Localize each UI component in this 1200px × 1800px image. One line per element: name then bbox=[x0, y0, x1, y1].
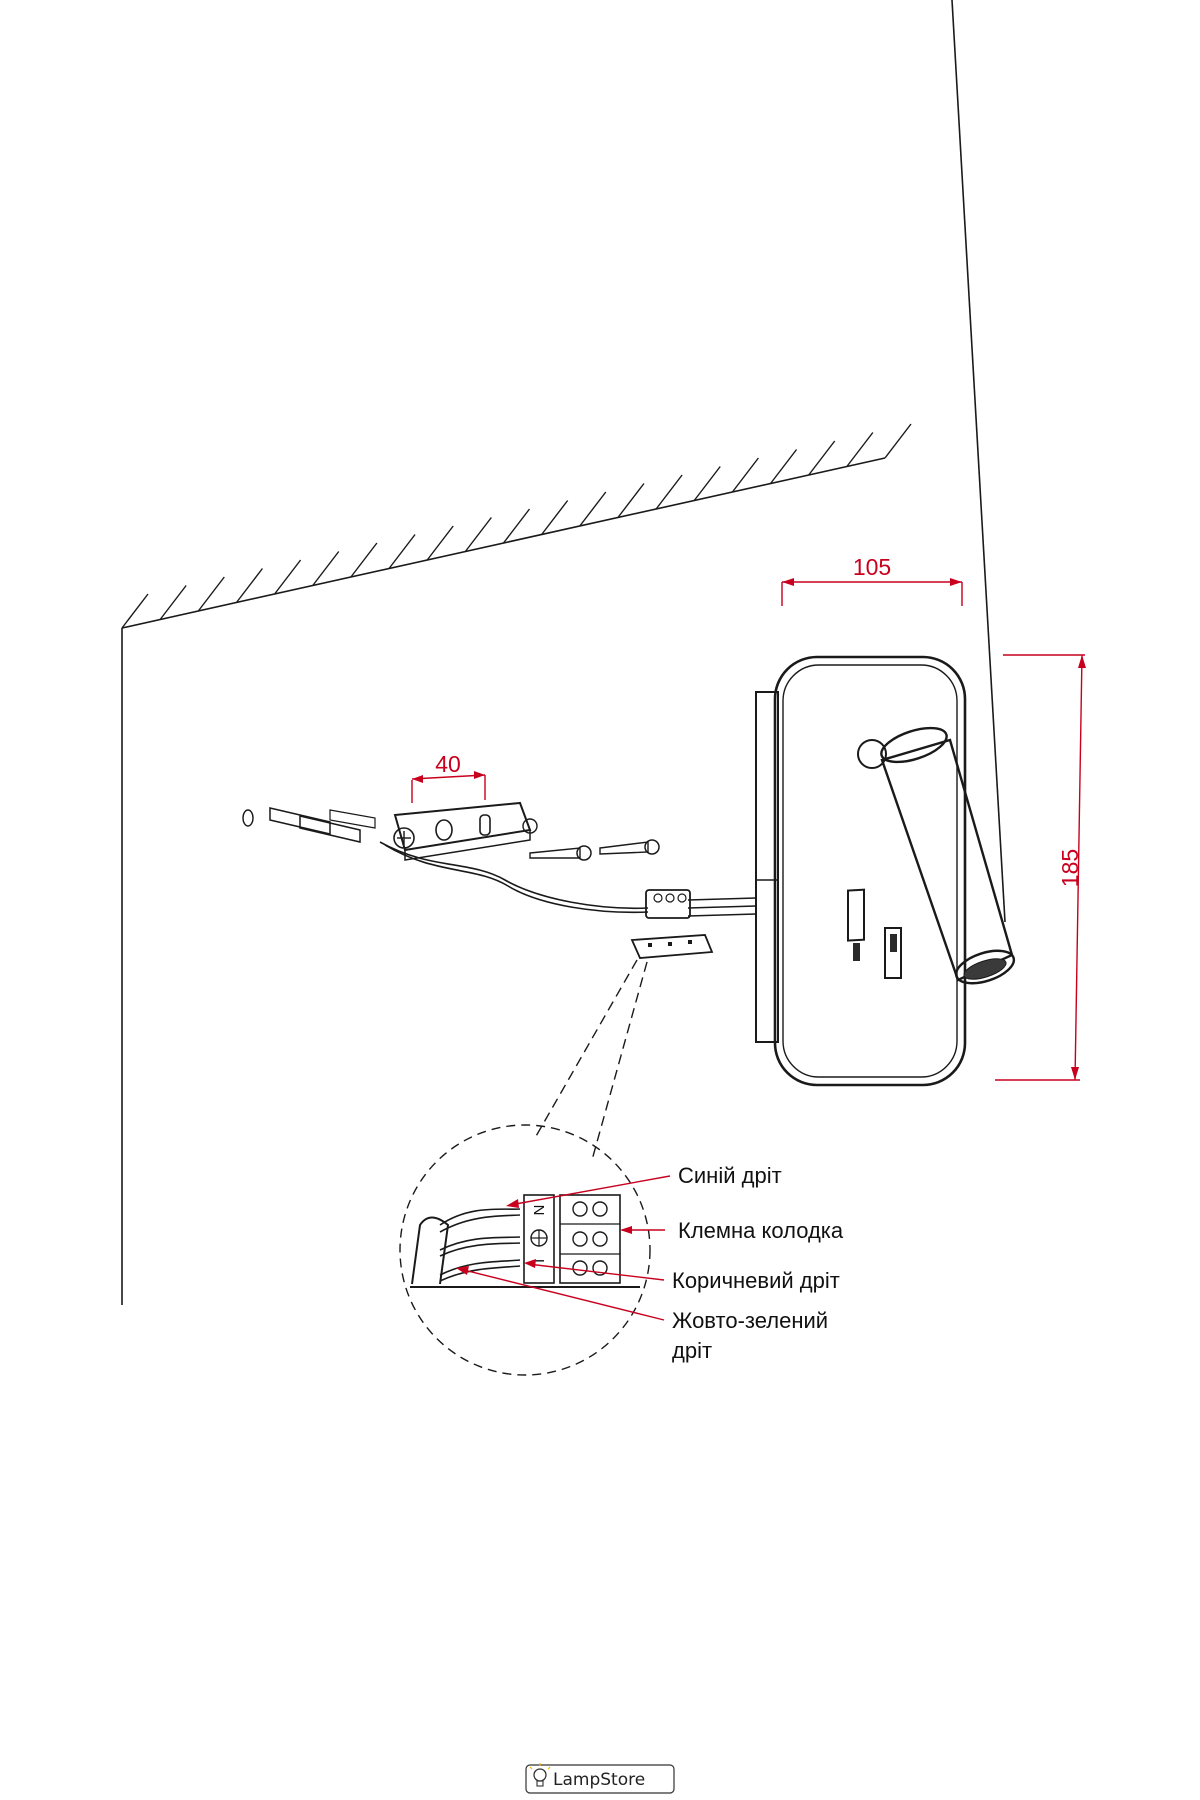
hatch-line bbox=[312, 551, 340, 586]
terminal-mark-n: N bbox=[530, 1205, 547, 1216]
hatch-line bbox=[769, 449, 798, 484]
lampstore-logo[interactable]: LampStore bbox=[525, 1763, 675, 1794]
label-brown-wire: Коричневий дріт bbox=[672, 1268, 840, 1293]
dimension-width: 105 bbox=[781, 554, 963, 606]
hatch-line bbox=[731, 457, 759, 493]
switch-right[interactable] bbox=[884, 927, 902, 979]
hatch-line bbox=[655, 474, 683, 510]
label-yellow-green-wire-2: дріт bbox=[672, 1338, 712, 1363]
detail-circle: N L bbox=[399, 1124, 651, 1376]
hatch-line bbox=[350, 542, 378, 578]
wiring bbox=[379, 841, 757, 959]
callout-labels: Синій дріт Клемна колодка Коричневий дрі… bbox=[672, 1163, 844, 1363]
spotlight-arm bbox=[880, 0, 1016, 985]
hatch-line bbox=[808, 440, 836, 476]
mounting-bracket: 40 bbox=[242, 751, 660, 861]
hatch-line bbox=[884, 423, 912, 459]
hatch-line bbox=[235, 568, 264, 603]
dimension-height-label: 185 bbox=[1057, 849, 1083, 887]
label-yellow-green-wire-1: Жовто-зелений bbox=[672, 1308, 828, 1333]
hatch-line bbox=[579, 491, 607, 527]
label-blue-wire: Синій дріт bbox=[678, 1163, 782, 1188]
hatch-line bbox=[464, 517, 492, 552]
wall-lamp bbox=[755, 0, 1016, 1087]
hatch-line bbox=[541, 500, 569, 535]
switch-left[interactable] bbox=[847, 888, 865, 961]
terminal-mark-l: L bbox=[530, 1259, 547, 1267]
hatch-line bbox=[846, 432, 874, 467]
logo-text: LampStore bbox=[553, 1770, 645, 1790]
dimension-mount-label: 40 bbox=[435, 751, 461, 777]
ceiling-hatching bbox=[121, 423, 912, 629]
hatch-line bbox=[159, 585, 187, 620]
hatch-line bbox=[388, 534, 416, 569]
dimension-height: 185 bbox=[995, 654, 1086, 1081]
callout-leaders bbox=[456, 1175, 671, 1321]
hatch-line bbox=[197, 576, 225, 612]
hatch-line bbox=[121, 593, 149, 629]
lightbulb-icon bbox=[529, 1763, 551, 1787]
hatch-line bbox=[617, 483, 645, 518]
ceiling-wall bbox=[121, 423, 912, 1305]
hatch-line bbox=[426, 525, 454, 561]
label-terminal-block: Клемна колодка bbox=[678, 1218, 844, 1243]
zoom-lines bbox=[534, 959, 648, 1161]
hatch-line bbox=[693, 466, 721, 501]
hatch-line bbox=[274, 559, 302, 595]
dimension-width-label: 105 bbox=[853, 554, 891, 580]
hatch-line bbox=[502, 508, 531, 544]
